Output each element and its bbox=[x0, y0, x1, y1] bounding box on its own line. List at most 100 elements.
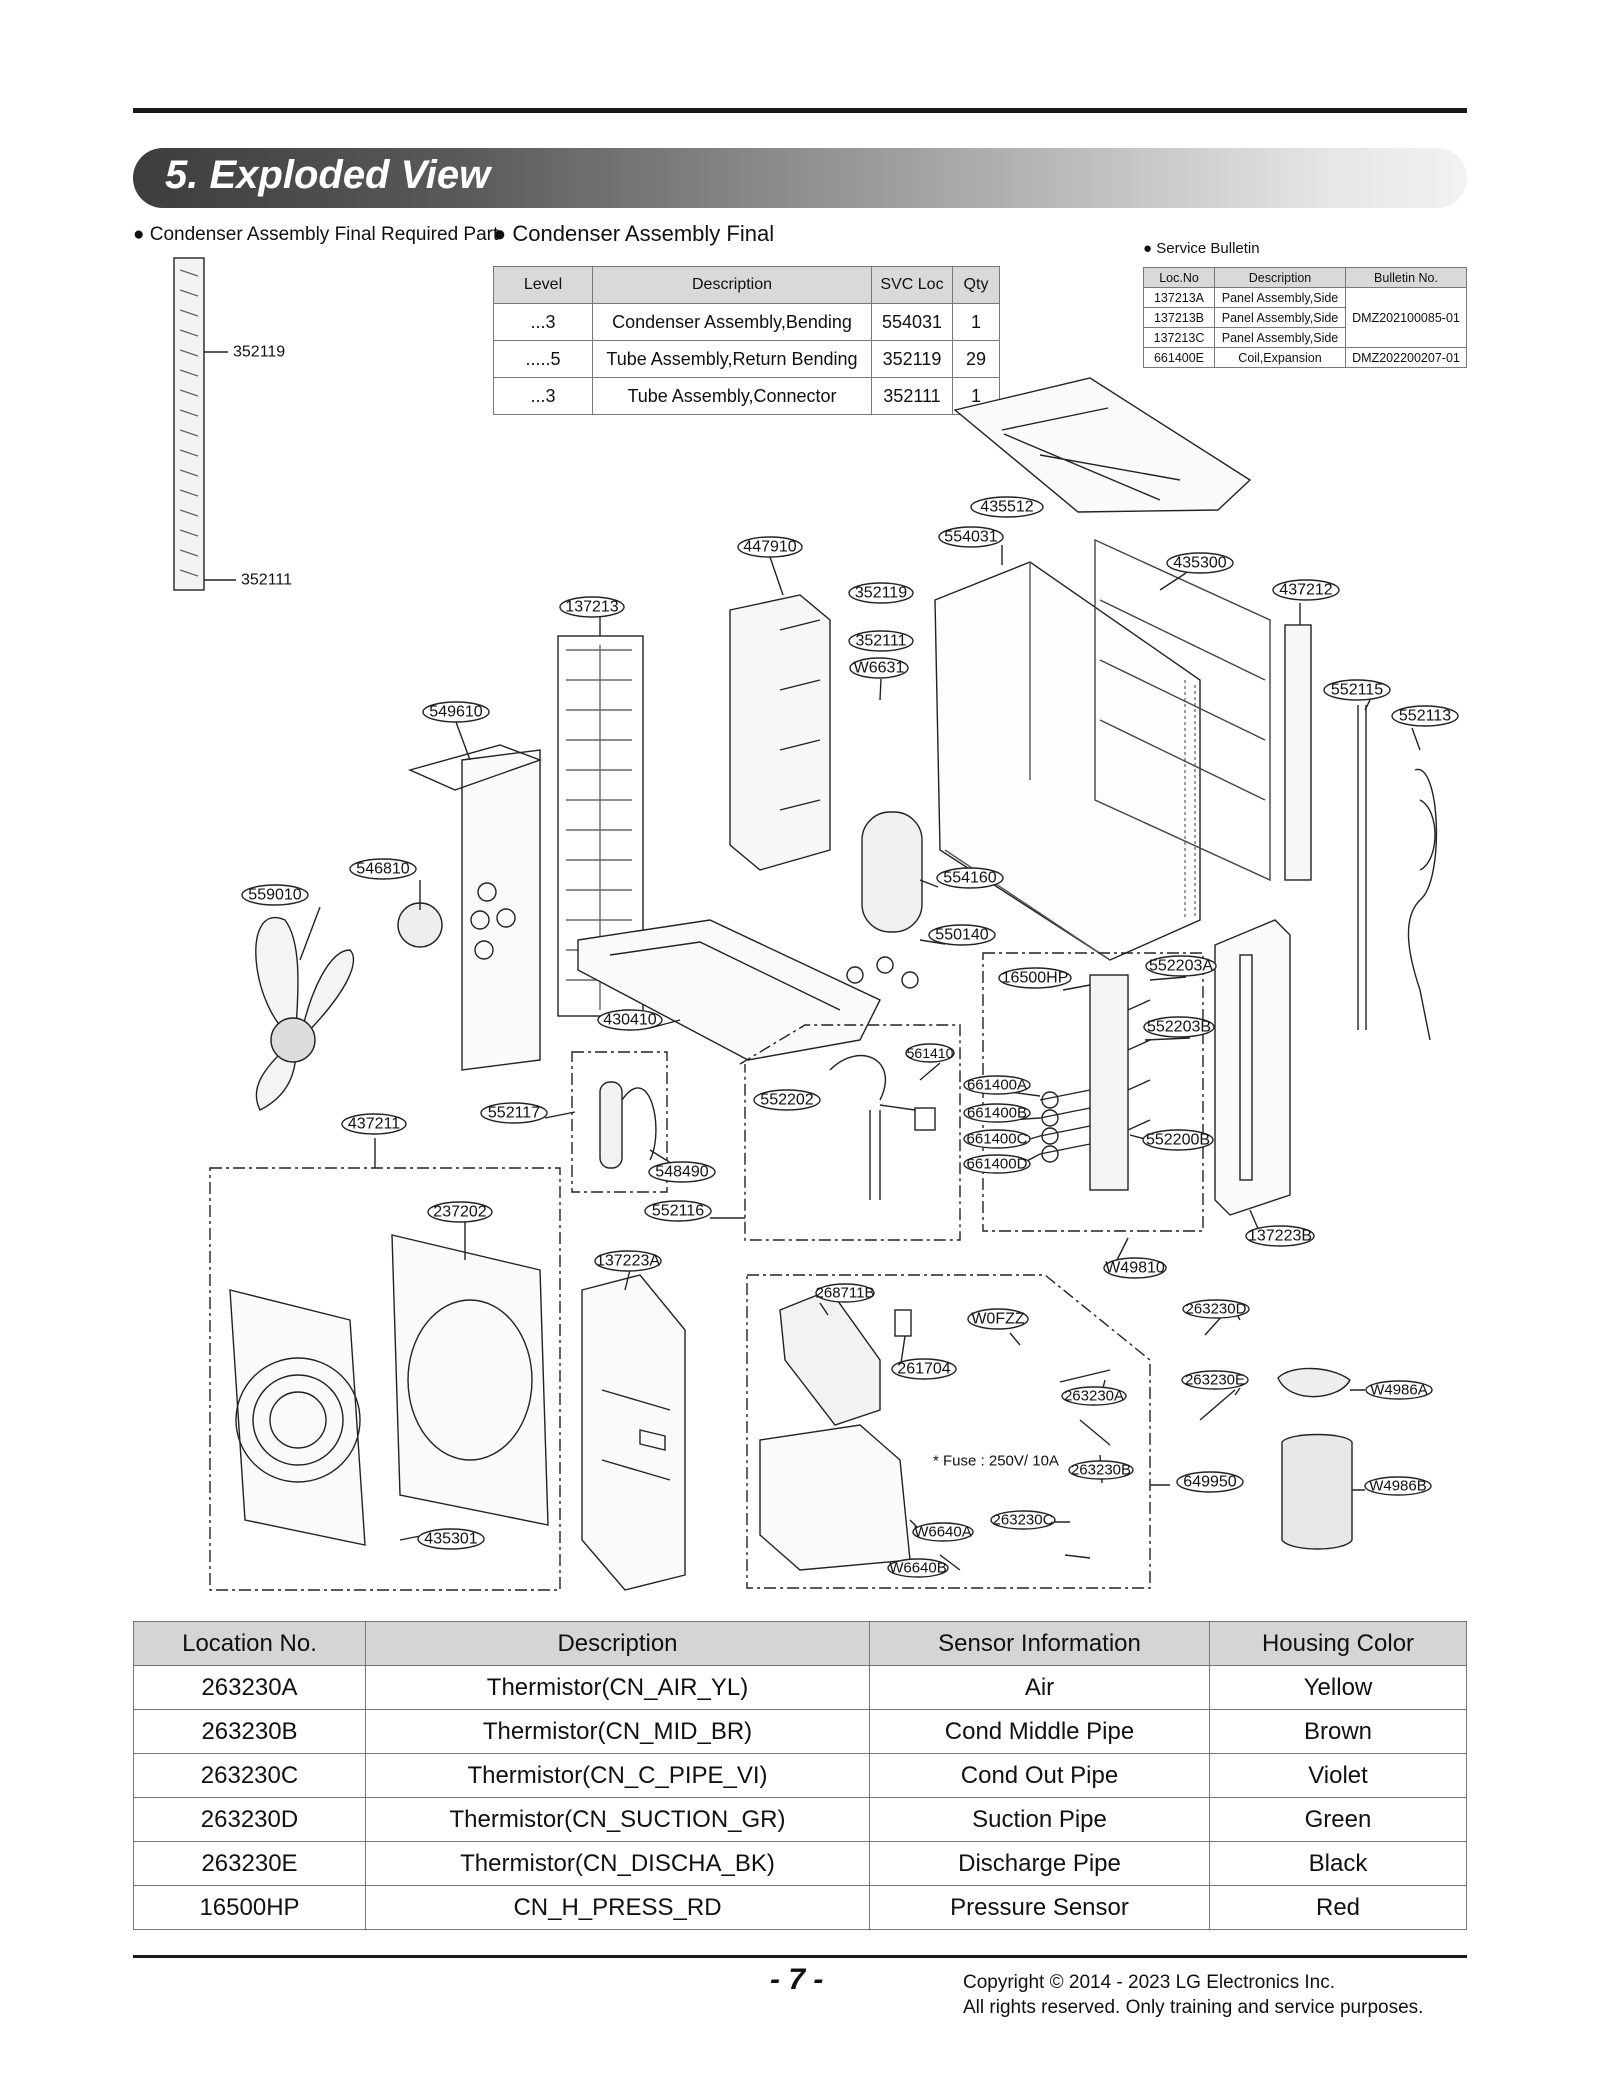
part-label: 435301 bbox=[424, 1531, 477, 1548]
section-banner bbox=[133, 148, 1467, 208]
page-number: - 7 - bbox=[770, 1963, 824, 1996]
part-label: 649950 bbox=[1183, 1474, 1236, 1491]
top-rule bbox=[133, 108, 1467, 113]
part-label: W6640B bbox=[889, 1560, 947, 1577]
cell-sensor-info: Air bbox=[869, 1665, 1210, 1710]
front-grille-box bbox=[209, 1167, 561, 1591]
part-label: W4986B bbox=[1369, 1478, 1427, 1495]
part-label: 559010 bbox=[248, 887, 301, 904]
table-row: .....5 Tube Assembly,Return Bending 3521… bbox=[493, 340, 1000, 378]
cell-bulletin-no: DMZ202200207-01 bbox=[1345, 347, 1467, 368]
col-qty: Qty bbox=[952, 266, 1000, 304]
side-panel-drawing bbox=[1284, 624, 1312, 881]
part-label: 447910 bbox=[743, 539, 796, 556]
part-label: W0FZZ bbox=[971, 1311, 1025, 1328]
part-label: 661400A bbox=[967, 1077, 1027, 1094]
cell-location-no: 263230D bbox=[133, 1797, 366, 1842]
part-label: 546810 bbox=[356, 861, 409, 878]
part-label: 554031 bbox=[944, 529, 997, 546]
base-pan-drawing bbox=[577, 919, 881, 1061]
rights-line: All rights reserved. Only training and s… bbox=[963, 1997, 1424, 2018]
table-row: 16500HP CN_H_PRESS_RD Pressure Sensor Re… bbox=[133, 1885, 1467, 1930]
table-row: 137213B Panel Assembly,Side bbox=[1143, 307, 1467, 328]
required-label-352119: 352119 bbox=[233, 344, 285, 361]
part-label: 561410 bbox=[907, 1045, 954, 1061]
part-label: W6640A bbox=[914, 1524, 972, 1541]
sensor-table: Location No. Description Sensor Informat… bbox=[133, 1621, 1467, 1930]
cell-sensor-info: Pressure Sensor bbox=[869, 1885, 1210, 1930]
cell-housing-color: Brown bbox=[1209, 1709, 1467, 1754]
cell-description: CN_H_PRESS_RD bbox=[365, 1885, 870, 1930]
cell-description: Panel Assembly,Side bbox=[1214, 327, 1346, 348]
part-label: 554160 bbox=[943, 870, 996, 887]
part-label: 263230E bbox=[1185, 1372, 1245, 1389]
col-bulletin-no: Bulletin No. bbox=[1345, 267, 1467, 288]
part-label: 549610 bbox=[429, 704, 482, 721]
cell-housing-color: Black bbox=[1209, 1841, 1467, 1886]
part-label: 552117 bbox=[488, 1105, 540, 1122]
part-label: 661400C bbox=[967, 1131, 1028, 1148]
part-label: 661400B bbox=[967, 1105, 1027, 1122]
table-row: 263230A Thermistor(CN_AIR_YL) Air Yellow bbox=[133, 1665, 1467, 1710]
cell-description: Panel Assembly,Side bbox=[1214, 307, 1346, 328]
fan-blade-drawing bbox=[255, 916, 355, 1111]
cell-description: Thermistor(CN_SUCTION_GR) bbox=[365, 1797, 870, 1842]
cell-housing-color: Yellow bbox=[1209, 1665, 1467, 1710]
bottom-rule bbox=[133, 1955, 1467, 1958]
cell-description: Tube Assembly,Return Bending bbox=[592, 340, 872, 378]
col-housing-color: Housing Color bbox=[1209, 1621, 1467, 1666]
cell-description: Tube Assembly,Connector bbox=[592, 377, 872, 415]
cell-sensor-info: Cond Middle Pipe bbox=[869, 1709, 1210, 1754]
fuse-note: * Fuse : 250V/ 10A bbox=[933, 1453, 1059, 1470]
part-label: 268711B bbox=[816, 1285, 875, 1302]
cell-location-no: 263230B bbox=[133, 1709, 366, 1754]
cell-qty: 29 bbox=[952, 340, 1000, 378]
table-row: 263230E Thermistor(CN_DISCHA_BK) Dischar… bbox=[133, 1841, 1467, 1886]
cell-housing-color: Violet bbox=[1209, 1753, 1467, 1798]
assembly-table: Level Description SVC Loc Qty ...3 Conde… bbox=[493, 266, 1000, 415]
col-sensor-info: Sensor Information bbox=[869, 1621, 1210, 1666]
col-svc-loc: SVC Loc bbox=[871, 266, 953, 304]
col-loc-no: Loc.No bbox=[1143, 267, 1215, 288]
cell-sensor-info: Cond Out Pipe bbox=[869, 1753, 1210, 1798]
table-row: ...3 Tube Assembly,Connector 352111 1 bbox=[493, 377, 1000, 415]
copyright-notice: Copyright © 2014 - 2023 LG Electronics I… bbox=[963, 1970, 1423, 2020]
valve-box bbox=[739, 1024, 961, 1241]
pcb-drawing bbox=[779, 1289, 881, 1426]
cell-sensor-info: Suction Pipe bbox=[869, 1797, 1210, 1842]
cell-description: Thermistor(CN_MID_BR) bbox=[365, 1709, 870, 1754]
part-label: 263230C bbox=[993, 1512, 1054, 1529]
exploded-view-diagram: 352119 352111 435512 554031 447910 43530… bbox=[173, 257, 1459, 1591]
part-label: 430410 bbox=[603, 1012, 656, 1029]
condenser-coil-drawing bbox=[934, 561, 1201, 961]
part-label: 661400D bbox=[967, 1156, 1028, 1173]
part-label: 263230A bbox=[1064, 1388, 1124, 1405]
control-case-drawing bbox=[759, 1424, 911, 1571]
copyright-line: Copyright © 2014 - 2023 LG Electronics I… bbox=[963, 1972, 1336, 1993]
part-label: 548490 bbox=[655, 1164, 708, 1181]
part-label: 435300 bbox=[1173, 555, 1226, 572]
cell-description: Thermistor(CN_AIR_YL) bbox=[365, 1665, 870, 1710]
part-label: 437212 bbox=[1279, 582, 1332, 599]
cell-svc-loc: 352119 bbox=[871, 340, 953, 378]
col-description: Description bbox=[365, 1621, 870, 1666]
part-label: 137223B bbox=[1248, 1228, 1312, 1245]
part-label: 261704 bbox=[897, 1361, 950, 1378]
col-level: Level bbox=[493, 266, 593, 304]
cell-qty: 1 bbox=[952, 303, 1000, 341]
col-location-no: Location No. bbox=[133, 1621, 366, 1666]
cell-loc-no: 661400E bbox=[1143, 347, 1215, 368]
table-row: 263230C Thermistor(CN_C_PIPE_VI) Cond Ou… bbox=[133, 1753, 1467, 1798]
cell-housing-color: Green bbox=[1209, 1797, 1467, 1842]
page-title: 5. Exploded View bbox=[165, 153, 491, 197]
part-label: 263230B bbox=[1071, 1462, 1131, 1479]
table-header-row: Loc.No Description Bulletin No. bbox=[1143, 267, 1467, 288]
part-label: W49810 bbox=[1105, 1260, 1165, 1277]
part-label: 16500HP bbox=[1002, 970, 1069, 987]
cell-location-no: 263230E bbox=[133, 1841, 366, 1886]
part-label: 552202 bbox=[760, 1092, 813, 1109]
compressor-drawing bbox=[861, 811, 923, 933]
tube-assembly-drawing bbox=[173, 257, 205, 591]
table-row: 137213C Panel Assembly,Side bbox=[1143, 327, 1467, 348]
top-cover-drawing bbox=[953, 377, 1252, 513]
